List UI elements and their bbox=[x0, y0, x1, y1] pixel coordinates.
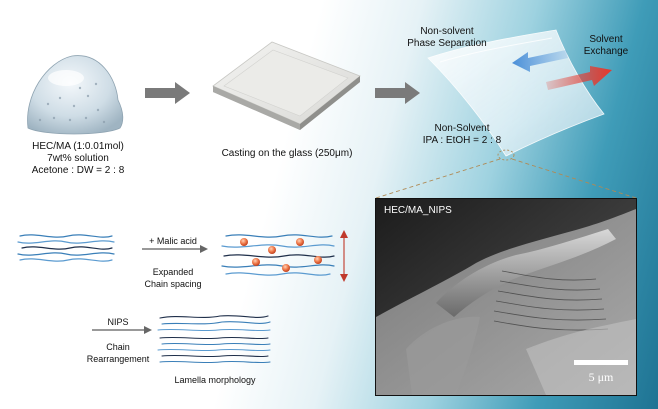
solvent-exchange-line2: Exchange bbox=[583, 46, 629, 57]
sem-scale-bar bbox=[574, 360, 628, 365]
nips-label: Non-solvent Phase Separation bbox=[392, 26, 502, 50]
nonsolvent-line1: Non-Solvent bbox=[434, 123, 490, 134]
sem-image: HEC/MA_NIPS bbox=[375, 198, 637, 396]
nips-label-line2: Phase Separation bbox=[407, 38, 487, 49]
sem-label: HEC/MA_NIPS bbox=[384, 205, 452, 216]
solution-label-line2: 7wt% solution bbox=[47, 153, 109, 164]
casting-label: Casting on the glass (250μm) bbox=[221, 148, 353, 159]
lamella-chains bbox=[157, 315, 271, 364]
expanded-chains bbox=[221, 234, 335, 276]
solution-droplet bbox=[27, 55, 124, 135]
solution-label-line1: HEC/MA (1:0.01mol) bbox=[32, 141, 124, 152]
solution-label-line3: Acetone : DW = 2 : 8 bbox=[31, 165, 125, 176]
solvent-exchange-label: Solvent Exchange bbox=[576, 34, 636, 58]
solvent-exchange-line1: Solvent bbox=[589, 34, 623, 45]
glass-plate bbox=[212, 41, 361, 130]
nips-film bbox=[427, 29, 605, 157]
nips-step-label: NIPS bbox=[107, 317, 129, 327]
solvent-exchange-arrows bbox=[512, 50, 612, 90]
process-arrow-2 bbox=[375, 82, 420, 104]
lamella-label: Lamella morphology bbox=[174, 375, 256, 385]
malic-acid-particles bbox=[240, 238, 322, 272]
sem-micrograph bbox=[376, 199, 636, 395]
expanded-label: Expanded Chain spacing bbox=[138, 266, 208, 290]
nonsolvent-line2: IPA : EtOH = 2 : 8 bbox=[422, 135, 502, 146]
zoom-callout bbox=[375, 149, 637, 199]
expanded-line1: Expanded bbox=[152, 267, 194, 277]
rearrangement-line2: Rearrangement bbox=[86, 354, 150, 364]
solution-label: HEC/MA (1:0.01mol) 7wt% solution Acetone… bbox=[18, 141, 138, 177]
nonsolvent-label: Non-Solvent IPA : EtOH = 2 : 8 bbox=[412, 123, 512, 147]
expanded-line2: Chain spacing bbox=[144, 279, 202, 289]
rearrangement-line1: Chain bbox=[106, 342, 130, 352]
process-arrow-1 bbox=[145, 82, 190, 104]
rearrangement-label: Chain Rearrangement bbox=[84, 341, 152, 365]
pristine-chains bbox=[17, 234, 115, 262]
spacing-arrow bbox=[340, 230, 348, 282]
malic-acid-label: + Malic acid bbox=[149, 236, 197, 246]
nips-label-line1: Non-solvent bbox=[420, 26, 474, 37]
sem-scale-label: 5 μm bbox=[588, 370, 614, 384]
